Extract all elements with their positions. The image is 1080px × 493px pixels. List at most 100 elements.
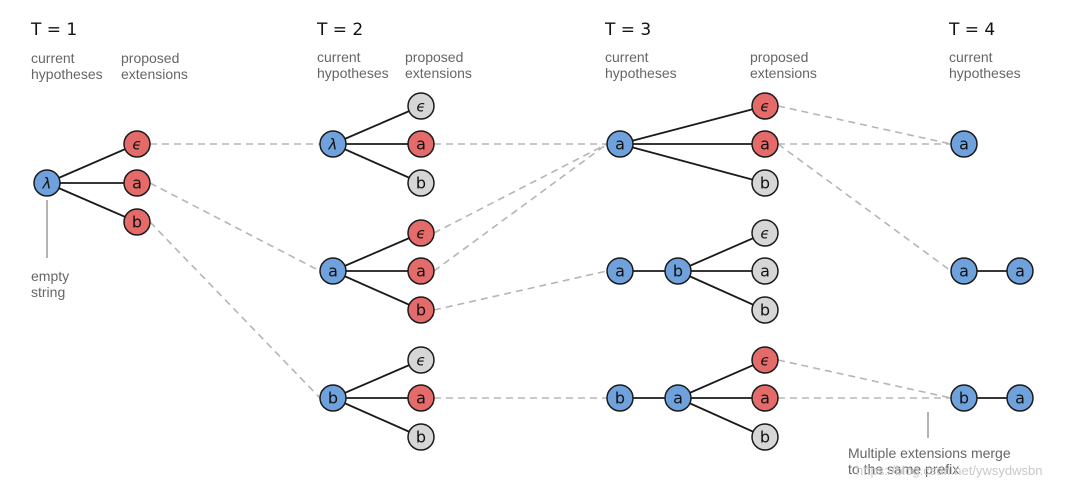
tree-edges <box>46 105 1020 438</box>
node-symbol: a <box>673 389 683 408</box>
node-circle <box>606 130 634 158</box>
hypothesis-node: a <box>664 384 692 412</box>
step-title-t3: T = 3 <box>605 20 652 40</box>
dashed-link <box>777 105 952 145</box>
hypothesis-node: a <box>319 257 347 285</box>
node-circle <box>319 130 347 158</box>
hypothesis-node: λ <box>319 130 347 158</box>
hypothesis-node: a <box>950 257 978 285</box>
hypothesis-node: b <box>606 384 634 412</box>
hypothesis-node: a <box>606 257 634 285</box>
node-circle <box>407 257 435 285</box>
step-title-t1: T = 1 <box>31 20 78 40</box>
node-symbol: a <box>416 389 426 408</box>
node-symbol: b <box>959 389 969 408</box>
node-symbol: b <box>416 174 426 193</box>
node-symbol: b <box>673 262 683 281</box>
node-circle <box>751 423 779 451</box>
tree-edge <box>677 359 766 399</box>
node-symbol: λ <box>42 175 52 193</box>
node-circle <box>950 384 978 412</box>
extension-node: ϵ <box>751 92 779 120</box>
node-circle <box>123 208 151 236</box>
pruned-extension-node: ϵ <box>407 92 435 120</box>
hypothesis-node: a <box>1006 257 1034 285</box>
pruned-extension-node: ϵ <box>407 346 435 374</box>
node-circle <box>1006 384 1034 412</box>
dashed-link <box>777 143 952 272</box>
watermark: https://blog.csdn.net/ywsydwsbn <box>856 463 1043 478</box>
node-symbol: ϵ <box>760 225 769 243</box>
node-symbol: ϵ <box>416 225 425 243</box>
tree-edge <box>332 105 422 145</box>
node-symbol: b <box>760 301 770 320</box>
node-circle <box>319 257 347 285</box>
hypothesis-node: a <box>950 130 978 158</box>
node-symbol: b <box>328 389 338 408</box>
node-circle <box>950 130 978 158</box>
node-circle <box>950 257 978 285</box>
node-circle <box>751 130 779 158</box>
pruned-extension-node: b <box>751 296 779 324</box>
node-circle <box>606 384 634 412</box>
tree-edge <box>677 232 766 272</box>
dashed-link <box>433 143 608 234</box>
node-symbol: b <box>760 428 770 447</box>
node-circle <box>407 296 435 324</box>
extension-node: ϵ <box>407 219 435 247</box>
pruned-extension-node: ϵ <box>751 219 779 247</box>
node-symbol: ϵ <box>760 352 769 370</box>
proposed-extensions-label-t1: proposed extensions <box>121 50 188 82</box>
node-circle <box>407 130 435 158</box>
extension-node: a <box>123 169 151 197</box>
tree-edge <box>332 143 422 184</box>
hypothesis-node: λ <box>33 169 61 197</box>
extension-node: b <box>123 208 151 236</box>
tree-edge <box>46 182 138 223</box>
dashed-link <box>433 143 608 272</box>
tree-edge <box>619 143 766 184</box>
node-symbol: ϵ <box>132 136 141 154</box>
node-symbol: a <box>416 135 426 154</box>
tree-edge <box>677 397 766 438</box>
node-symbol: a <box>760 262 770 281</box>
node-symbol: a <box>959 135 969 154</box>
extension-node: a <box>751 130 779 158</box>
node-symbol: b <box>132 213 142 232</box>
pruned-extension-node: b <box>751 423 779 451</box>
hypothesis-node: a <box>1006 384 1034 412</box>
node-circle <box>751 169 779 197</box>
current-hypotheses-label-t1: current hypotheses <box>31 50 103 82</box>
node-symbol: a <box>760 389 770 408</box>
node-symbol: b <box>760 174 770 193</box>
tree-edge <box>332 270 422 311</box>
extension-node: ϵ <box>123 130 151 158</box>
node-symbol: λ <box>328 136 338 154</box>
tree-edge <box>332 232 422 272</box>
node-symbol: b <box>416 301 426 320</box>
current-hypotheses-label-t4: current hypotheses <box>949 49 1021 81</box>
tree-edge <box>332 359 422 399</box>
node-symbol: a <box>615 135 625 154</box>
extension-node: ϵ <box>751 346 779 374</box>
extension-node: a <box>407 130 435 158</box>
extension-node: a <box>407 384 435 412</box>
merge-note-annotation: Multiple extensions merge to the same pr… <box>848 445 1011 477</box>
dashed-link <box>149 182 321 272</box>
node-symbol: a <box>615 262 625 281</box>
node-circle <box>751 257 779 285</box>
tree-edge <box>46 143 138 184</box>
node-symbol: a <box>328 262 338 281</box>
proposed-extensions-label-t3: proposed extensions <box>750 49 817 81</box>
empty-string-annotation: empty string <box>31 268 70 300</box>
node-circle <box>606 257 634 285</box>
tree-edge <box>332 397 422 438</box>
dashed-link <box>433 270 608 311</box>
node-symbol: a <box>416 262 426 281</box>
node-circle <box>123 130 151 158</box>
dashed-link <box>149 221 321 399</box>
step-title-t4: T = 4 <box>949 20 996 40</box>
node-symbol: a <box>132 174 142 193</box>
